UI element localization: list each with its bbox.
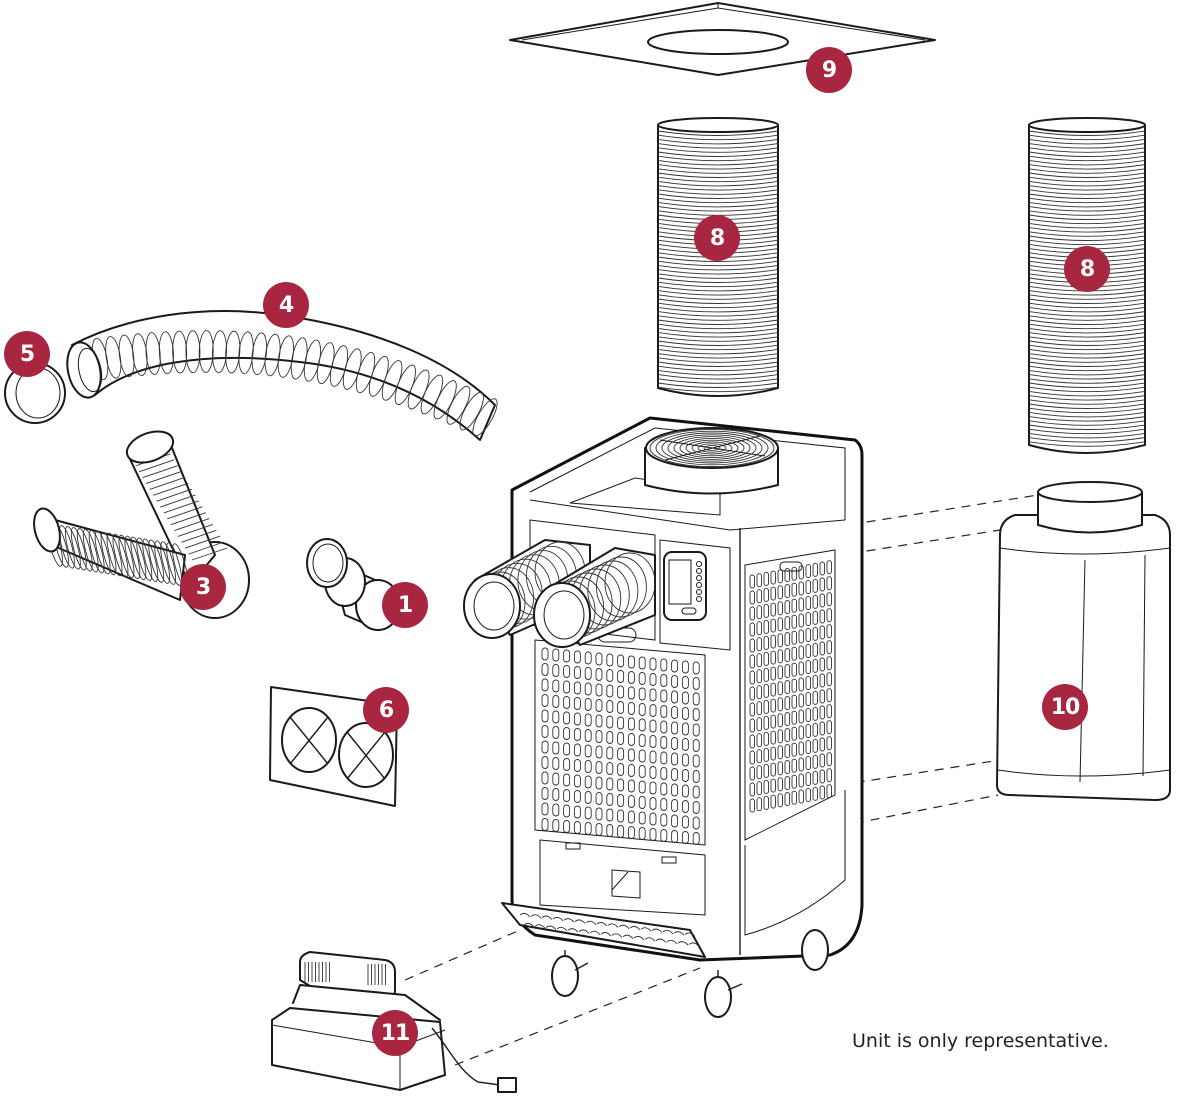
- dual-hose-y-adapter: [33, 430, 250, 619]
- callout-badge-1: 1: [382, 582, 428, 628]
- callout-badge-5: 5: [4, 331, 50, 377]
- callout-badge-8-right: 8: [1064, 246, 1110, 292]
- callout-badge-11: 11: [372, 1010, 418, 1056]
- portable-spot-cooler: [463, 416, 864, 1018]
- callout-badge-10: 10: [1042, 684, 1088, 730]
- caster: [801, 929, 829, 971]
- caster: [704, 970, 743, 1018]
- callout-badge-6: 6: [363, 687, 409, 733]
- callout-badge-8-left: 8: [694, 215, 740, 261]
- caster: [551, 950, 589, 997]
- callout-badge-9: 9: [806, 47, 852, 93]
- alignment-lines: [404, 494, 1039, 1066]
- flexible-duct-hose: [66, 310, 498, 441]
- disclaimer-caption: Unit is only representative.: [852, 1030, 1109, 1052]
- return-air-plenum: [996, 481, 1171, 801]
- ceiling-panel: [509, 2, 936, 76]
- hose-coupler: [306, 538, 401, 631]
- callout-badge-3: 3: [180, 564, 226, 610]
- callout-badge-4: 4: [263, 282, 309, 328]
